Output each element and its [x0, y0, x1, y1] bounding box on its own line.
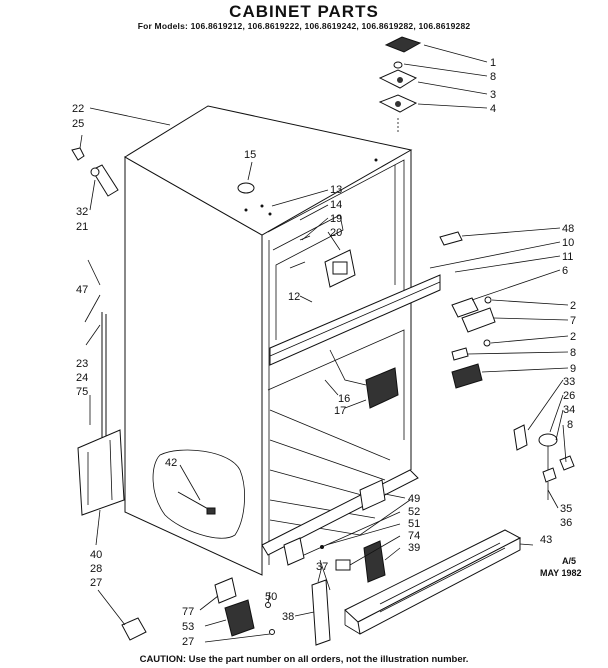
callout-6: 6 — [562, 265, 568, 277]
callout-16: 16 — [338, 393, 350, 405]
model-list: For Models: 106.8619212, 106.8619222, 10… — [137, 21, 471, 31]
callout-12: 12 — [288, 291, 300, 303]
callout-33: 33 — [563, 376, 575, 388]
date-stamp: MAY 1982 — [540, 568, 582, 578]
caution-note: CAUTION: Use the part number on all orde… — [139, 654, 469, 665]
callout-10: 10 — [562, 237, 574, 249]
callout-7: 7 — [570, 315, 576, 327]
callout-38: 38 — [282, 611, 294, 623]
callout-8c: 8 — [567, 419, 573, 431]
callout-4: 4 — [490, 103, 496, 115]
callout-labels: 1 8 3 4 22 25 32 21 15 13 14 19 20 48 10… — [72, 57, 576, 648]
callout-26: 26 — [563, 390, 575, 402]
callout-32: 32 — [76, 206, 88, 218]
cabinet-shell — [124, 105, 441, 576]
callout-8: 8 — [490, 71, 496, 83]
callout-47: 47 — [76, 284, 88, 296]
callout-37: 37 — [316, 561, 328, 573]
upper-left-parts — [71, 147, 119, 197]
callout-43: 43 — [540, 534, 552, 546]
callout-49: 49 — [408, 493, 420, 505]
lower-hinge-assembly — [513, 424, 575, 500]
leader-lines — [79, 44, 569, 643]
callout-48: 48 — [562, 223, 574, 235]
callout-1: 1 — [490, 57, 496, 69]
callout-2b: 2 — [570, 331, 576, 343]
side-panel-42 — [152, 449, 245, 539]
bottom-left-parts — [97, 559, 331, 646]
callout-21: 21 — [76, 221, 88, 233]
gasket-strip-part — [439, 231, 463, 246]
callout-17: 17 — [334, 405, 346, 417]
callout-24: 24 — [76, 372, 88, 384]
callout-35: 35 — [560, 503, 572, 515]
callout-74: 74 — [408, 530, 420, 542]
callout-11: 11 — [562, 251, 573, 263]
callout-42: 42 — [165, 457, 177, 469]
callout-22: 22 — [72, 103, 84, 115]
revision-stamp: A/5 — [562, 556, 577, 566]
callout-28: 28 — [90, 563, 102, 575]
control-housing-part — [365, 367, 399, 409]
callout-13: 13 — [330, 184, 342, 196]
callout-8b: 8 — [570, 347, 576, 359]
left-harness — [77, 312, 125, 516]
callout-52: 52 — [408, 506, 420, 518]
callout-34: 34 — [563, 404, 575, 416]
callout-19: 19 — [330, 213, 342, 225]
top-hinge-assembly — [378, 36, 422, 132]
callout-36: 36 — [560, 517, 572, 529]
callout-27a: 27 — [90, 577, 102, 589]
center-hinge-assembly — [451, 296, 496, 389]
callout-53: 53 — [182, 621, 194, 633]
callout-15: 15 — [244, 149, 256, 161]
callout-39: 39 — [408, 542, 420, 554]
damper-assembly — [289, 235, 356, 288]
callout-9: 9 — [570, 363, 576, 375]
callout-77: 77 — [182, 606, 194, 618]
callout-20: 20 — [330, 227, 342, 239]
callout-23: 23 — [76, 358, 88, 370]
callout-2a: 2 — [570, 300, 576, 312]
toe-grille — [344, 529, 522, 635]
callout-40: 40 — [90, 549, 102, 561]
callout-3: 3 — [490, 89, 496, 101]
bottom-bracket-parts — [283, 479, 386, 583]
callout-14: 14 — [330, 199, 342, 211]
callout-51: 51 — [408, 518, 420, 530]
plug-part — [237, 182, 255, 194]
callout-27b: 27 — [182, 636, 194, 648]
callout-25: 25 — [72, 118, 84, 130]
page-title: CABINET PARTS — [229, 2, 379, 21]
callout-75: 75 — [76, 386, 88, 398]
callout-50: 50 — [265, 591, 277, 603]
